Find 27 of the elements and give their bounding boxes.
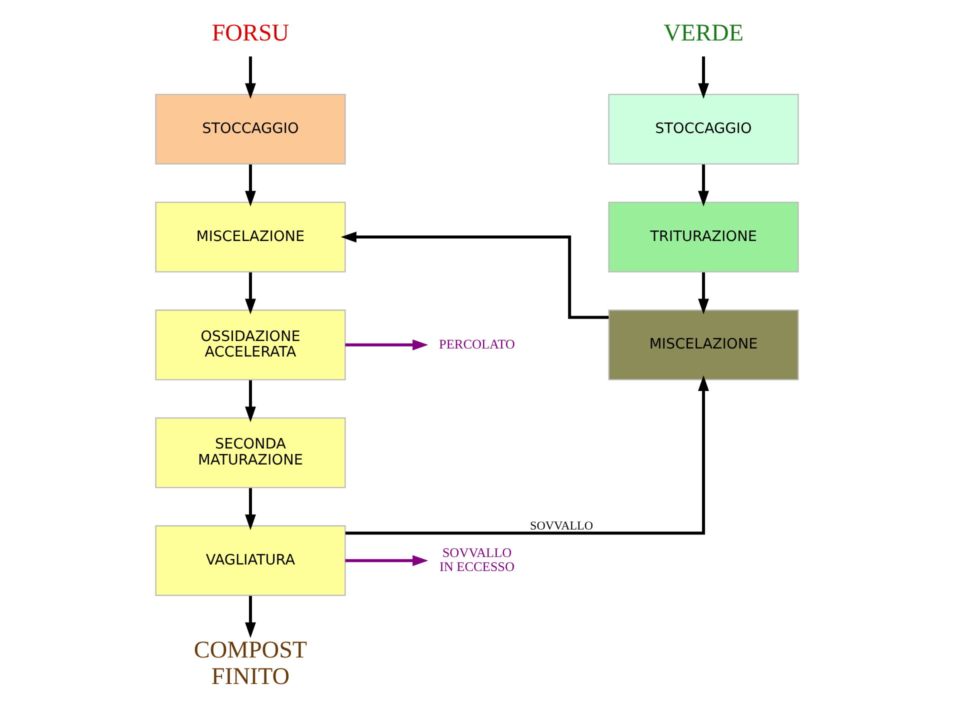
edge-label: SOVVALLO: [530, 518, 594, 532]
node-text: PERCOLATO: [439, 336, 515, 352]
arrow: [245, 164, 256, 207]
node-text: FORSU: [212, 20, 290, 46]
arrow: [345, 555, 428, 566]
node-box: MISCELAZIONE: [608, 310, 799, 380]
arrow: [340, 232, 609, 319]
node-box: OSSIDAZIONE ACCELERATA: [155, 310, 346, 380]
arrow: [698, 164, 709, 207]
arrow: [245, 596, 256, 638]
node-box: VAGLIATURA: [155, 525, 346, 596]
node-box: MISCELAZIONE: [155, 202, 346, 272]
arrow: [245, 488, 256, 530]
node-text: SOVVALLO IN ECCESSO: [439, 544, 515, 574]
node-box: STOCCAGGIO: [608, 94, 799, 165]
arrow: [698, 56, 709, 99]
arrow: [345, 339, 428, 350]
node-box: SECONDA MATURAZIONE: [155, 417, 346, 488]
arrow: [245, 56, 256, 99]
node-box: TRITURAZIONE: [608, 202, 799, 272]
node-text: COMPOST FINITO: [194, 638, 308, 690]
arrow: [245, 380, 256, 422]
node-box: STOCCAGGIO: [155, 94, 346, 165]
node-text: VERDE: [664, 20, 744, 46]
arrow: [698, 272, 709, 314]
arrow: [245, 272, 256, 314]
arrow: [345, 375, 709, 535]
